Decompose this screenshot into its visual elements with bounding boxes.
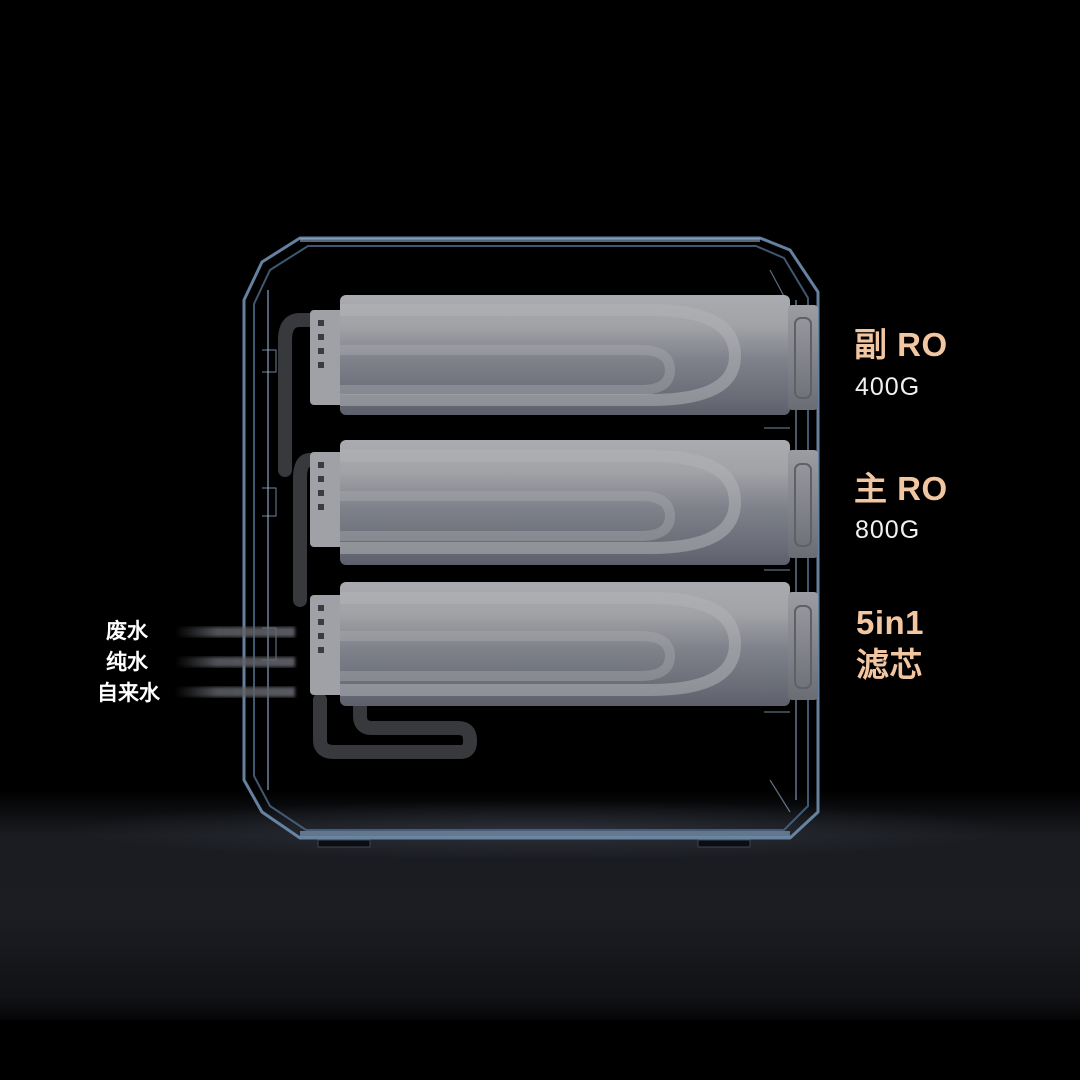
flow-label-tap-water: 自来水: [97, 682, 160, 705]
cartridge-5in1: [310, 582, 818, 706]
internal-pipes: [278, 313, 477, 759]
flow-lines: [175, 627, 295, 697]
cartridge-label-main-ro: 主 RO: [854, 470, 948, 507]
cartridge-main-ro: [310, 440, 818, 565]
flow-label-waste-water: 废水: [106, 620, 148, 643]
cartridge-capacity-sub-ro: 400G: [855, 373, 921, 401]
cartridge-capacity-main-ro: 800G: [855, 516, 921, 544]
cartridge-label-5in1-filter: 滤芯: [856, 646, 923, 683]
frame: [242, 236, 820, 848]
cartridge-label-sub-ro: 副 RO: [854, 326, 948, 363]
cartridge-sub-ro: [310, 295, 818, 415]
cartridge-label-5in1: 5in1: [856, 604, 925, 641]
flow-label-pure-water: 纯水: [106, 651, 148, 674]
